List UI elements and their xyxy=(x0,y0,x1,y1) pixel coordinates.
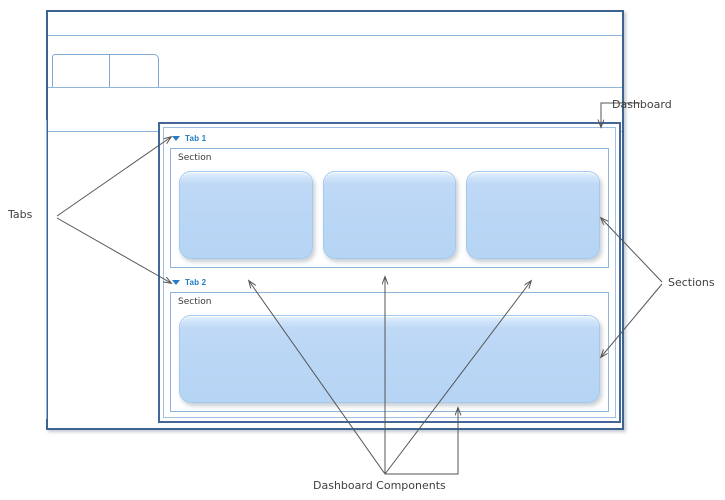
tab-1-header[interactable]: Tab 1 xyxy=(170,130,609,146)
section-2-component-row xyxy=(179,315,600,403)
dashboard-component-2[interactable] xyxy=(322,171,457,259)
window-tab-1[interactable] xyxy=(52,54,110,87)
dashboard-component-3[interactable] xyxy=(466,171,601,259)
section-2-title: Section xyxy=(178,297,212,307)
dashboard-container: Tab 1 Section Tab 2 Section xyxy=(158,122,621,423)
chevron-down-icon xyxy=(172,279,180,285)
dashboard-tab-1: Tab 1 Section xyxy=(170,130,609,268)
annotation-label-components: Dashboard Components xyxy=(313,479,446,492)
dashboard-component-4[interactable] xyxy=(179,315,600,403)
annotation-label-tabs: Tabs xyxy=(8,208,33,221)
sidebar-divider xyxy=(46,120,47,419)
window-tab-2[interactable] xyxy=(109,54,159,87)
section-1-title: Section xyxy=(178,153,212,163)
section-1: Section xyxy=(170,148,609,268)
tab-2-label: Tab 2 xyxy=(185,277,207,287)
title-bar-divider xyxy=(48,35,622,36)
annotation-label-sections: Sections xyxy=(668,276,715,289)
chevron-down-icon xyxy=(172,135,180,141)
section-1-component-row xyxy=(179,171,601,259)
annotation-label-dashboard: Dashboard xyxy=(612,98,672,111)
dashboard-component-1[interactable] xyxy=(179,171,313,259)
window-tab-strip xyxy=(52,54,159,87)
tab-2-header[interactable]: Tab 2 xyxy=(170,274,609,290)
section-2: Section xyxy=(170,292,609,412)
toolbar-divider xyxy=(48,87,622,88)
dashboard-tab-2: Tab 2 Section xyxy=(170,274,609,412)
tab-1-label: Tab 1 xyxy=(185,133,207,143)
